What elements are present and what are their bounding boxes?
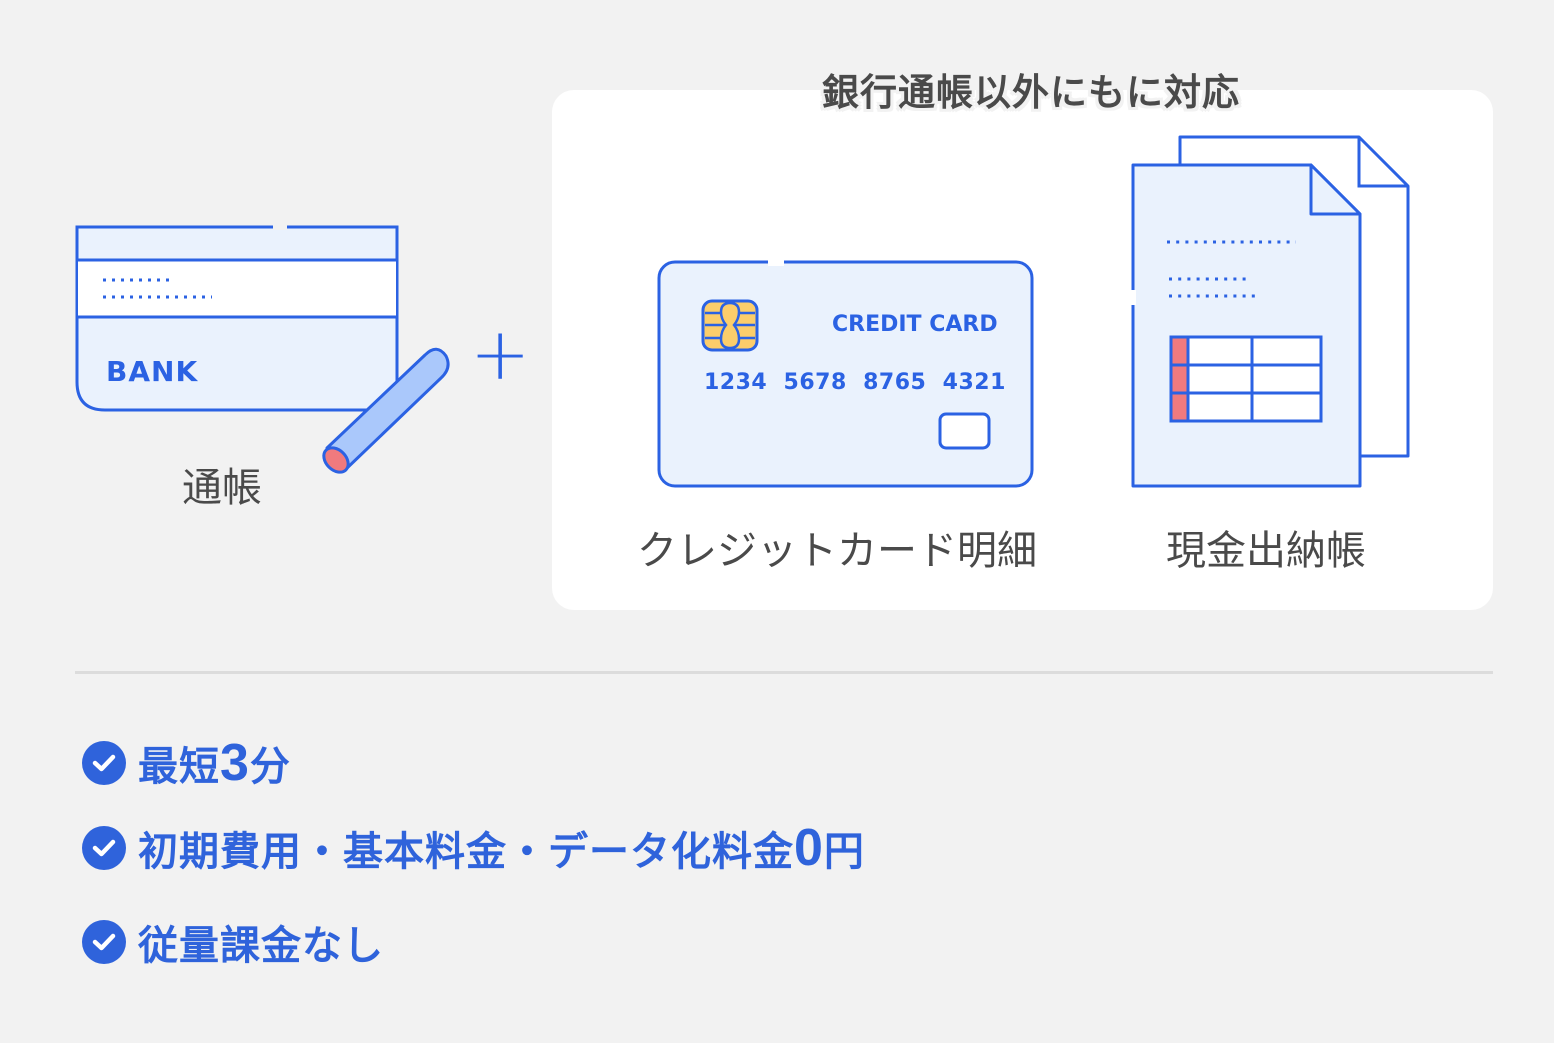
bankbook-icon: [75, 224, 450, 474]
section-divider: [75, 671, 1493, 674]
check-circle-icon: [82, 920, 126, 964]
cash-book-icon: [1130, 135, 1410, 488]
feature-text: 初期費用・基本料金・データ化料金0円: [138, 819, 865, 877]
feature-number: 3: [220, 734, 250, 792]
cash-book-caption: 現金出納帳: [1166, 528, 1366, 574]
check-circle-icon: [82, 741, 126, 785]
bankbook-card-text: BANK: [106, 355, 199, 388]
bankbook-caption: 通帳: [182, 465, 262, 511]
feature-number: 0: [794, 819, 824, 877]
feature-item: 従量課金なし: [82, 912, 384, 972]
bankbook-illustration: [0, 0, 450, 474]
feature-item: 最短3分: [82, 733, 291, 793]
credit-card-number: 1234 5678 8765 4321: [704, 370, 1006, 395]
feature-text: 最短3分: [138, 734, 291, 792]
panel-title: 銀行通帳以外にもに対応: [822, 71, 1240, 114]
feature-item: 初期費用・基本料金・データ化料金0円: [82, 818, 865, 878]
credit-card-brand: CREDIT CARD: [832, 312, 998, 337]
credit-card-caption: クレジットカード明細: [637, 528, 1037, 574]
feature-text: 従量課金なし: [138, 923, 384, 969]
credit-card-icon: [657, 258, 1034, 488]
check-circle-icon: [82, 826, 126, 870]
plus-icon: +: [470, 312, 531, 396]
